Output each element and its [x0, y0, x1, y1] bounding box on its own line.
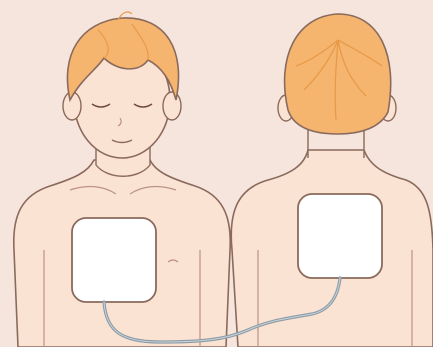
- front-right-ear: [163, 92, 181, 120]
- back-pad: [298, 194, 382, 278]
- front-view-child: [14, 12, 230, 347]
- chest-pad: [72, 218, 156, 302]
- back-hair: [285, 14, 391, 134]
- back-view-child: [231, 14, 433, 347]
